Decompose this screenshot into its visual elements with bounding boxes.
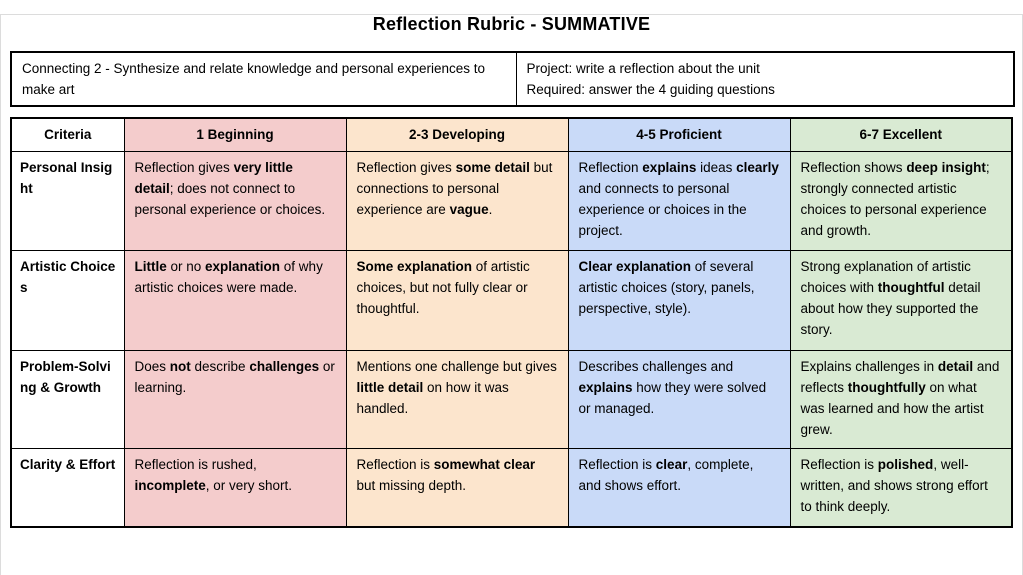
info-standard-text: Connecting 2 - Synthesize and relate kno… <box>22 61 486 97</box>
info-project-line: Project: write a reflection about the un… <box>526 61 760 76</box>
rubric-cell-developing: Reflection gives some detail but connect… <box>345 150 569 251</box>
rubric-cell-beginning: Does not describe challenges or learning… <box>123 349 347 449</box>
rubric-cell-proficient: Clear explanation of several artistic ch… <box>567 249 791 351</box>
page-title: Reflection Rubric - SUMMATIVE <box>372 14 651 34</box>
document-page: Reflection Rubric - SUMMATIVE Connecting… <box>0 14 1023 528</box>
rubric-cell-proficient: Reflection explains ideas clearly and co… <box>567 150 791 251</box>
info-standard-cell: Connecting 2 - Synthesize and relate kno… <box>10 51 517 107</box>
info-table: Connecting 2 - Synthesize and relate kno… <box>10 51 1015 107</box>
rubric-cell-beginning: Reflection gives very little detail; doe… <box>123 150 347 251</box>
rubric-cell-proficient: Describes challenges and explains how th… <box>567 349 791 449</box>
info-project-cell: Project: write a reflection about the un… <box>515 51 1015 107</box>
rubric-header-criteria: Criteria <box>10 117 125 152</box>
rubric-cell-excellent: Explains challenges in detail and reflec… <box>789 349 1013 449</box>
rubric-cell-developing: Some explanation of artistic choices, bu… <box>345 249 569 351</box>
criteria-cell: Problem-Solving & Growth <box>10 349 125 449</box>
rubric-cell-proficient: Reflection is clear, complete, and shows… <box>567 447 791 528</box>
rubric-cell-excellent: Reflection shows deep insight; strongly … <box>789 150 1013 251</box>
criteria-cell: Clarity & Effort <box>10 447 125 528</box>
criteria-cell: Artistic Choices <box>10 249 125 351</box>
rubric-header-proficient: 4-5 Proficient <box>567 117 791 152</box>
rubric-cell-beginning: Little or no explanation of why artistic… <box>123 249 347 351</box>
info-required-line: Required: answer the 4 guiding questions <box>526 82 775 97</box>
rubric-header-beginning: 1 Beginning <box>123 117 347 152</box>
info-row: Connecting 2 - Synthesize and relate kno… <box>10 51 1015 107</box>
rubric-cell-beginning: Reflection is rushed, incomplete, or ver… <box>123 447 347 528</box>
rubric-cell-excellent: Strong explanation of artistic choices w… <box>789 249 1013 351</box>
criteria-cell: Personal Insight <box>10 150 125 251</box>
rubric-cell-developing: Mentions one challenge but gives little … <box>345 349 569 449</box>
rubric-header-excellent: 6-7 Excellent <box>789 117 1013 152</box>
rubric-cell-developing: Reflection is somewhat clear but missing… <box>345 447 569 528</box>
rubric-header-developing: 2-3 Developing <box>345 117 569 152</box>
rubric-cell-excellent: Reflection is polished, well-written, an… <box>789 447 1013 528</box>
